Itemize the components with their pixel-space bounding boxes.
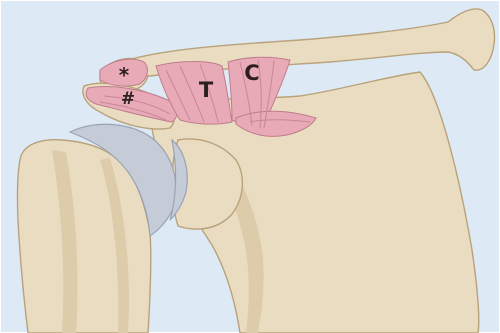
label-c: C xyxy=(244,61,259,85)
label-t: T xyxy=(199,78,214,102)
label-asterisk: * xyxy=(119,63,130,87)
label-hash: # xyxy=(121,89,135,109)
